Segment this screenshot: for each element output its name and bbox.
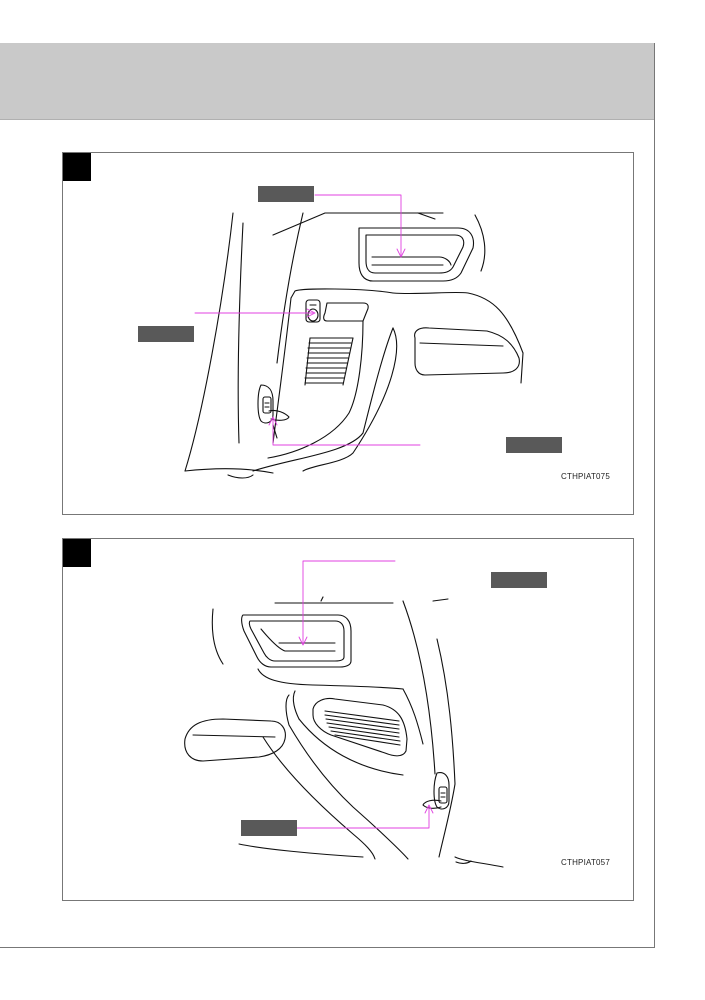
page-header-band — [0, 43, 654, 120]
figure-number-badge-icon — [63, 153, 91, 181]
page-bottom-rule — [0, 947, 655, 948]
callout-box-handle — [491, 572, 547, 588]
figure-ref-code: CTHPIAT057 — [561, 858, 610, 867]
figure-number-badge-icon — [63, 539, 91, 567]
callout-box-hook — [241, 820, 297, 836]
callout-box-hook — [506, 437, 562, 453]
figure-2: CTHPIAT057 — [62, 538, 634, 901]
figure-1-illustration — [184, 194, 524, 479]
figure-ref-code: CTHPIAT075 — [561, 472, 610, 481]
figure-1: CTHPIAT075 — [62, 152, 634, 515]
figure-2-illustration — [184, 560, 504, 868]
callout-box-handle — [258, 186, 314, 202]
callout-box-socket — [138, 326, 194, 342]
page-right-rule — [654, 43, 655, 948]
